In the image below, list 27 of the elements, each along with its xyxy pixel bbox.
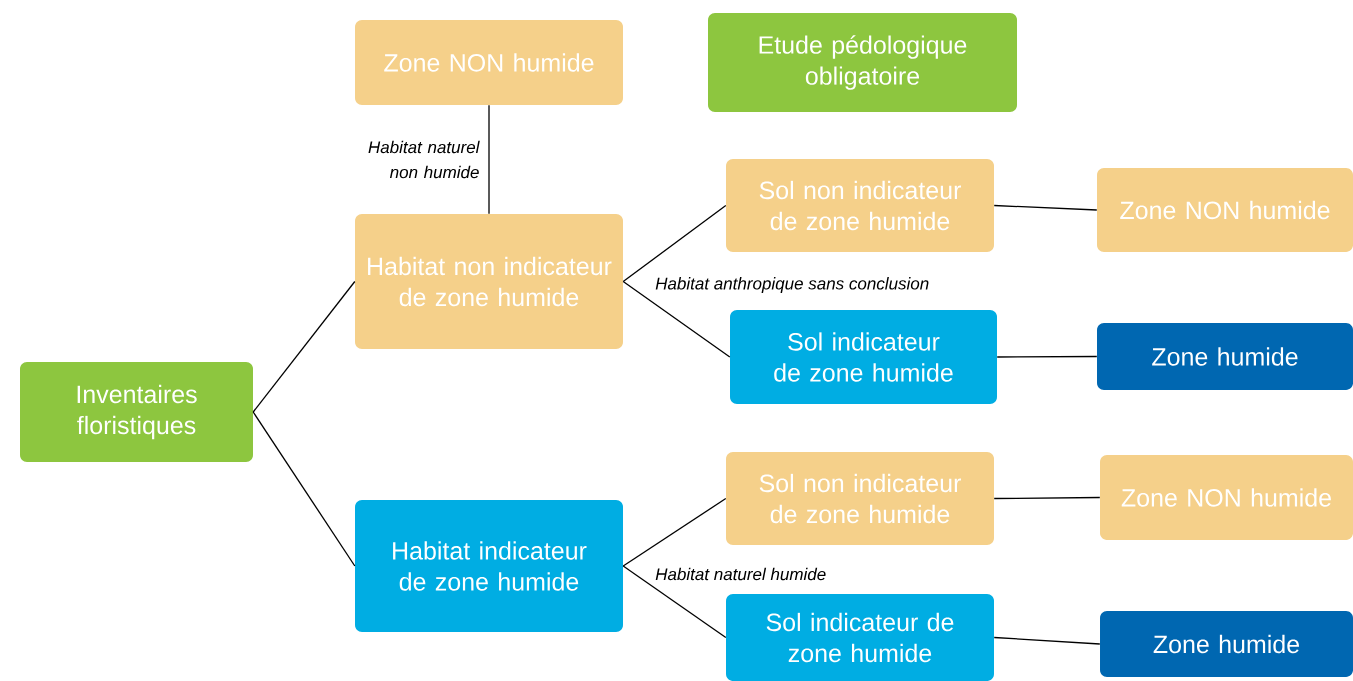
start-box: Inventaires floristiques (20, 362, 253, 462)
connector-line (622, 565, 727, 639)
result-box: Zone humide (1097, 323, 1353, 390)
result-box: Sol non indicateur de zone humide (726, 452, 994, 545)
indicator-box: Sol indicateur de zone humide (730, 310, 997, 404)
edge-label: Habitat naturel non humide (368, 140, 480, 179)
connector-line (622, 204, 727, 283)
connector-line (488, 104, 490, 215)
result-box: Zone NON humide (1097, 168, 1353, 252)
start-box: Etude pédologique obligatoire (708, 13, 1017, 112)
connector-line (622, 280, 731, 358)
connector-line (622, 497, 727, 567)
connector-line (993, 496, 1101, 500)
result-box: Zone NON humide (355, 20, 623, 105)
connector-line (252, 280, 356, 413)
indicator-box: Sol indicateur de zone humide (726, 594, 994, 681)
result-box: Zone NON humide (1100, 455, 1353, 540)
connector-line (252, 411, 356, 567)
result-box: Habitat non indicateur de zone humide (355, 214, 623, 349)
connector-line (993, 204, 1098, 211)
connector-line (996, 355, 1098, 358)
branch-label: Habitat anthropique sans conclusion (655, 277, 929, 293)
result-box: Sol non indicateur de zone humide (726, 159, 994, 252)
result-box: Zone humide (1100, 611, 1353, 677)
connector-line (993, 636, 1101, 645)
branch-label: Habitat naturel humide (655, 567, 826, 581)
indicator-box: Habitat indicateur de zone humide (355, 500, 623, 632)
